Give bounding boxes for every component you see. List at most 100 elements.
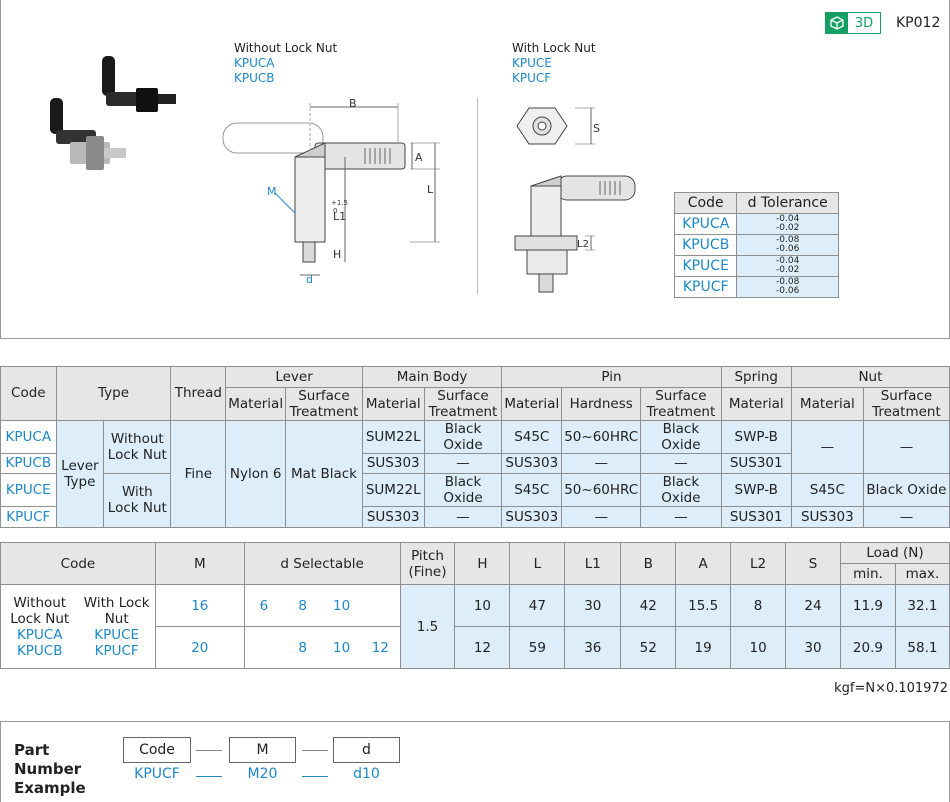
without-nut-code-2[interactable]: KPUCB [234, 71, 275, 85]
tol-header-code: Code [673, 192, 738, 214]
pn-example-m[interactable]: M20 [247, 766, 278, 782]
dim-m-value[interactable]: 16 [154, 584, 245, 627]
dim-load-min-value: 11.9 [839, 584, 896, 627]
dim-d-value[interactable]: 12 [361, 626, 401, 669]
spec-body-material: SUM22L [361, 419, 425, 454]
tol-code[interactable]: KPUCF [673, 276, 738, 298]
dim-l-label: L [427, 183, 434, 196]
3d-view-button[interactable]: 3D [825, 12, 881, 34]
dim-m-value[interactable]: 20 [154, 626, 245, 669]
dim-b-value: 42 [620, 584, 677, 627]
spec-pin-surface: — [640, 506, 722, 528]
spec-nut-surface: — [862, 506, 950, 528]
dim-l2-label: L2 [577, 239, 589, 250]
dim-code-with: With Lock Nut KPUCE KPUCF [78, 584, 156, 669]
spec-pin-material: SUS303 [501, 452, 563, 474]
dim-header-pitch: Pitch (Fine) [399, 542, 456, 585]
spec-header-nut: Nut [790, 366, 950, 388]
spec-code[interactable]: KPUCF [0, 506, 57, 528]
dim-l1-label: L1 [333, 210, 346, 223]
spec-nut-material: — [790, 419, 864, 474]
with-nut-code-2[interactable]: KPUCF [512, 71, 552, 85]
cube-icon [826, 13, 848, 33]
spec-sub-material: Material [225, 386, 287, 421]
divider [477, 98, 478, 294]
dim-h-value: 10 [454, 584, 511, 627]
dim-m-label: M [267, 185, 277, 198]
part-number-title: Part Number Example [14, 741, 86, 797]
dim-d-value[interactable]: 10 [322, 584, 362, 627]
dim-d-value[interactable] [243, 626, 284, 669]
dim-l-value: 47 [509, 584, 566, 627]
with-nut-title: With Lock Nut [512, 41, 596, 55]
pn-example-code[interactable]: KPUCF [134, 766, 180, 782]
3d-label: 3D [854, 15, 874, 31]
spec-body-surface: Black Oxide [423, 473, 503, 507]
spec-nut-material: SUS303 [790, 506, 864, 528]
spec-body-surface: — [423, 452, 503, 474]
spec-code[interactable]: KPUCE [0, 473, 57, 507]
spec-type-with: With Lock Nut [103, 473, 172, 528]
spec-spring: SWP-B [720, 473, 792, 507]
dim-s-value: 24 [785, 584, 841, 627]
spec-body-material: SUS303 [361, 452, 425, 474]
dim-header-l2: L2 [730, 542, 787, 585]
spec-spring: SWP-B [720, 419, 792, 454]
spec-header-lever: Lever [225, 366, 363, 388]
spec-pin-hardness: — [561, 506, 642, 528]
dim-l1-value: 30 [564, 584, 622, 627]
spec-nut-surface: Black Oxide [862, 473, 950, 507]
pn-dash [196, 776, 222, 777]
dim-load-max-value: 32.1 [894, 584, 950, 627]
spec-pin-material: S45C [501, 419, 563, 454]
dim-l2-value: 8 [730, 584, 787, 627]
spec-nut-material: S45C [790, 473, 864, 507]
tol-header-tolerance: d Tolerance [736, 192, 839, 214]
spec-pin-surface: Black Oxide [640, 473, 722, 507]
spec-header-type: Type [55, 366, 172, 421]
unit-note: kgf=N×0.101972 [834, 681, 948, 696]
spec-code[interactable]: KPUCB [0, 452, 57, 474]
dim-d-value[interactable]: 6 [243, 584, 284, 627]
dim-h-label: H [333, 248, 341, 261]
dim-load-max-value: 58.1 [894, 626, 950, 669]
dim-d-value[interactable]: 8 [283, 626, 323, 669]
dim-l-value: 59 [509, 626, 566, 669]
tolerance-table: Code d Tolerance KPUCA -0.04-0.02 KPUCB … [673, 192, 839, 298]
tol-code[interactable]: KPUCA [673, 213, 738, 235]
spec-code[interactable]: KPUCA [0, 419, 57, 454]
dim-d-value[interactable] [361, 584, 401, 627]
tol-value: -0.08-0.06 [736, 276, 839, 298]
dim-d-value[interactable]: 10 [322, 626, 362, 669]
drawing-without-nut: B A L M L1 +1.5 0 H d [222, 97, 440, 286]
dim-header-l: L [509, 542, 566, 585]
spec-body-surface: — [423, 506, 503, 528]
product-photo [50, 56, 176, 170]
dim-l1-tol-lower: 0 [333, 207, 337, 215]
tol-code[interactable]: KPUCB [673, 234, 738, 256]
dim-header-load: Load (N) [839, 542, 950, 564]
pn-box-d: d [333, 737, 400, 763]
dim-header-load-max: max. [894, 563, 950, 585]
dim-l1-value: 36 [564, 626, 622, 669]
dim-header-a: A [675, 542, 732, 585]
dim-load-min-value: 20.9 [839, 626, 896, 669]
dim-d-value[interactable]: 8 [283, 584, 323, 627]
spec-sub-surface: Surface Treatment [423, 386, 503, 421]
dimension-table: Code M d Selectable Pitch (Fine) H L L1 … [0, 542, 950, 669]
spec-body-material: SUS303 [361, 506, 425, 528]
spec-nut-surface: — [862, 419, 950, 474]
tol-value: -0.04-0.02 [736, 213, 839, 235]
without-nut-code-1[interactable]: KPUCA [234, 56, 275, 70]
spec-header-pin: Pin [501, 366, 722, 388]
dim-header-code: Code [0, 542, 156, 585]
tol-code[interactable]: KPUCE [673, 255, 738, 277]
dim-a-value: 15.5 [675, 584, 732, 627]
spec-table: Code Type Thread Lever Main Body Pin Spr… [0, 366, 950, 528]
pn-example-d[interactable]: d10 [353, 766, 380, 782]
spec-lever-material: Nylon 6 [225, 419, 287, 528]
spec-sub-material: Material [720, 386, 792, 421]
dim-header-l1: L1 [564, 542, 622, 585]
dim-header-h: H [454, 542, 511, 585]
with-nut-code-1[interactable]: KPUCE [512, 56, 552, 70]
